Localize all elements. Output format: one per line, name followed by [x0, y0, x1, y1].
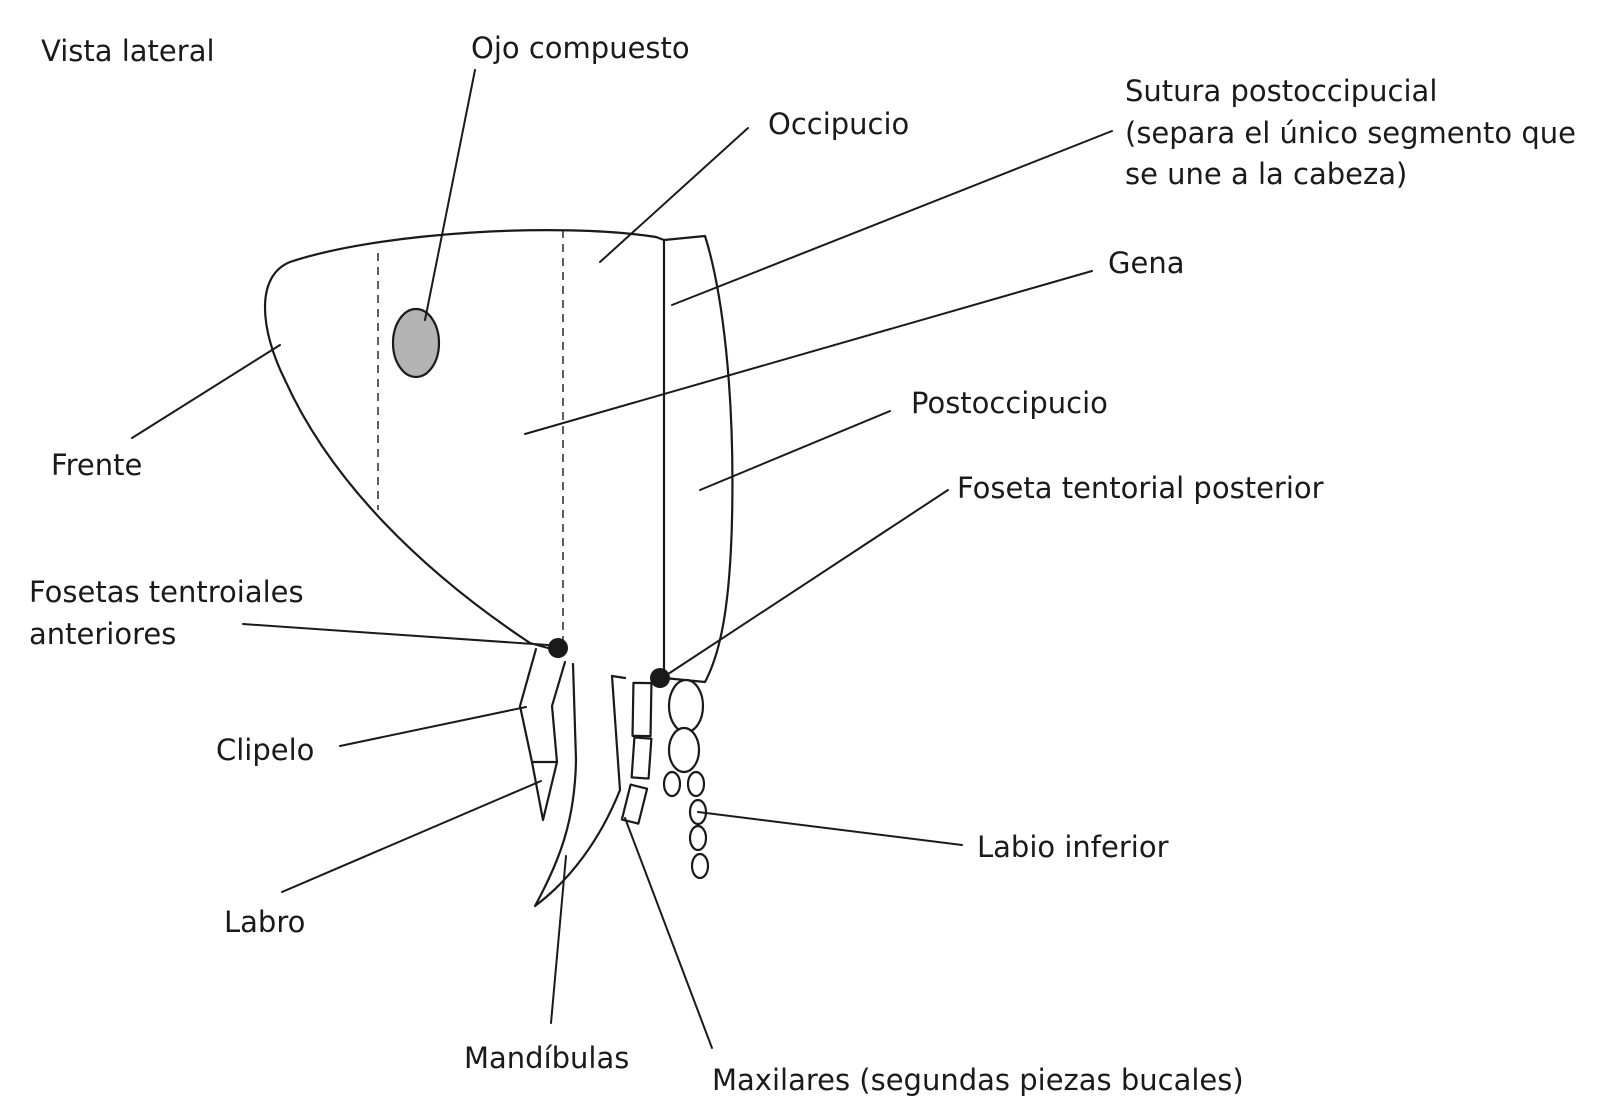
- label-labro: Labro: [224, 905, 305, 939]
- leader-sutura: [671, 130, 1113, 306]
- head-outline: [264, 229, 658, 650]
- compound-eye: [391, 307, 441, 379]
- leader-postoccipucio: [699, 410, 891, 491]
- labium-segment-1: [667, 678, 705, 734]
- label-occipucio: Occipucio: [768, 107, 909, 141]
- label-mandibulas: Mandíbulas: [464, 1041, 629, 1075]
- label-sutura-line-3: se une a la cabeza): [1125, 157, 1407, 191]
- leader-lines: [131, 69, 1113, 1049]
- maxilla-base-outline: [610, 674, 627, 680]
- maxillary-segment-3: [620, 783, 649, 825]
- labrum-outline: [530, 760, 559, 822]
- label-maxilares: Maxilares (segundas piezas bucales): [712, 1063, 1244, 1097]
- labels: Vista lateral Ojo compuesto Occipucio Su…: [29, 31, 1576, 1097]
- maxillary-segment-1: [631, 681, 653, 738]
- label-postoccipucio: Postoccipucio: [911, 386, 1108, 420]
- leader-fosetas-anteriores: [242, 623, 549, 646]
- label-foseta-posterior: Foseta tentorial posterior: [957, 471, 1324, 505]
- label-fosetas-anteriores-line-2: anteriores: [29, 617, 176, 651]
- label-sutura-line-2: (separa el único segmento que: [1125, 116, 1576, 150]
- mouthparts: [518, 647, 710, 908]
- label-ojo-compuesto: Ojo compuesto: [471, 31, 690, 65]
- labial-palp-4: [688, 824, 708, 852]
- head-capsule: [264, 229, 734, 684]
- leader-mandibulas: [550, 855, 567, 1024]
- posterior-tentorial-pit-dot: [650, 668, 670, 688]
- label-labio-inferior: Labio inferior: [977, 830, 1169, 864]
- label-frente: Frente: [51, 448, 142, 482]
- labial-palp-5: [690, 852, 710, 880]
- label-gena: Gena: [1108, 246, 1184, 280]
- clypeus-outline: [518, 647, 567, 764]
- label-fosetas-anteriores-line-1: Fosetas tentroiales: [29, 575, 304, 609]
- labial-palp-2: [686, 770, 706, 798]
- leader-clipelo: [339, 706, 527, 747]
- view-title: Vista lateral: [41, 34, 215, 68]
- mandible-outline: [533, 662, 622, 908]
- label-sutura-line-1: Sutura postoccipucial: [1125, 74, 1437, 108]
- postocciput-outline: [654, 234, 734, 684]
- leader-labio-inferior: [697, 811, 963, 846]
- leader-foseta-posterior: [661, 489, 949, 679]
- label-clipelo: Clipelo: [216, 733, 314, 767]
- maxillary-segment-2: [630, 736, 653, 780]
- leader-ojo-compuesto: [424, 69, 476, 321]
- anterior-tentorial-pit-dot: [548, 638, 568, 658]
- labium-segment-2: [667, 726, 701, 774]
- leader-maxilares: [624, 817, 713, 1049]
- leader-gena: [524, 270, 1093, 435]
- leader-labro: [281, 780, 542, 893]
- labial-palp-1: [662, 770, 682, 798]
- leader-frente: [131, 344, 281, 439]
- leader-occipucio: [599, 127, 749, 263]
